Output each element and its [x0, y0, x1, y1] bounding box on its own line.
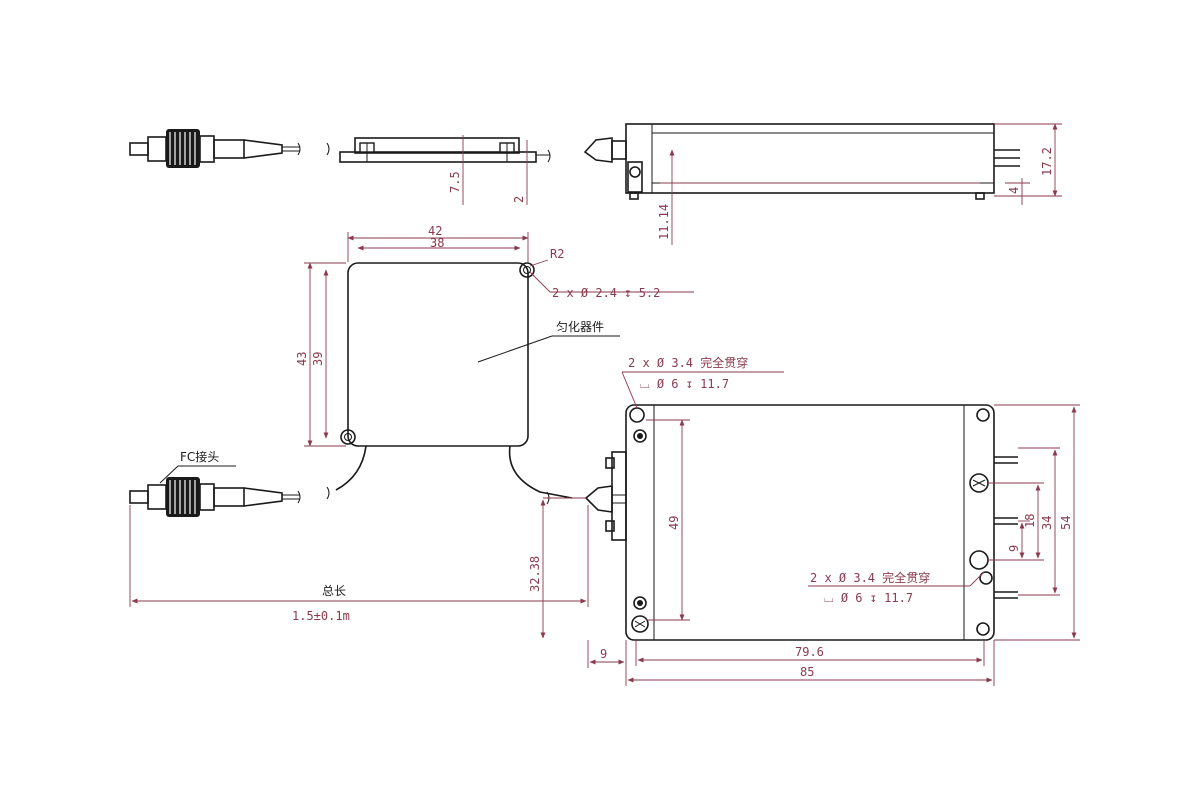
- dim-pin-offset: 4: [1007, 187, 1021, 194]
- dim-total-height: 54: [1059, 516, 1073, 530]
- radius-label: R2: [550, 247, 564, 261]
- homogenizer-label: 匀化器件: [556, 320, 604, 334]
- dim-homogenizer-width-outer: 42: [428, 224, 442, 238]
- dim-homogenizer-width-inner: 38: [430, 236, 444, 250]
- dim-inner-width: 79.6: [795, 645, 824, 659]
- dim-hole-spacing: 49: [667, 516, 681, 530]
- homogenizer-hole-note: 2 x Ø 2.4 ↧ 5.2: [552, 286, 660, 300]
- dim-module-height: 17.2: [1040, 147, 1054, 176]
- module-side-view: 17.2 4 11.14: [583, 123, 1062, 245]
- module-hole-note-bottom-2: ⌴ Ø 6 ↧ 11.7: [824, 591, 913, 605]
- dim-port-offset: 9: [600, 647, 607, 661]
- module-hole-note-bottom-1: 2 x Ø 3.4 完全贯穿: [810, 570, 930, 585]
- dim-port-offset-top: 11.14: [657, 204, 671, 240]
- fc-connector-top: [129, 129, 301, 168]
- fc-connector-label: FC接头: [180, 449, 219, 464]
- fiber-total-label: 总长: [322, 584, 346, 598]
- dim-homogenizer-height-outer: 43: [295, 352, 309, 366]
- dim-homogenizer-height-inner: 39: [311, 352, 325, 366]
- dim-pins-outer: 34: [1040, 516, 1054, 530]
- homogenizer-front-view: 42 38 43 39 R2 2 x Ø 2.4 ↧ 5.2 匀化器件: [295, 224, 694, 505]
- dim-side-height: 7.5: [448, 171, 462, 193]
- dim-pin-pitch: 9: [1007, 545, 1021, 552]
- fiber-total-value: 1.5±0.1m: [292, 609, 350, 623]
- module-hole-note-top-1: 2 x Ø 3.4 完全贯穿: [628, 355, 748, 370]
- dim-port-height: 32.38: [528, 556, 542, 592]
- main-module-front-view: 49 32.38 9 79.6 85 54 34 18 9: [528, 355, 1080, 686]
- fiber-length-dimension: 总长 1.5±0.1m: [129, 505, 589, 623]
- module-hole-note-top-2: ⌴ Ø 6 ↧ 11.7: [640, 377, 729, 391]
- dim-side-flange: 2: [512, 196, 526, 203]
- fc-connector-bottom: FC接头: [129, 449, 301, 517]
- homogenizer-side-view: 7.5 2: [326, 135, 551, 205]
- dim-outer-width: 85: [800, 665, 814, 679]
